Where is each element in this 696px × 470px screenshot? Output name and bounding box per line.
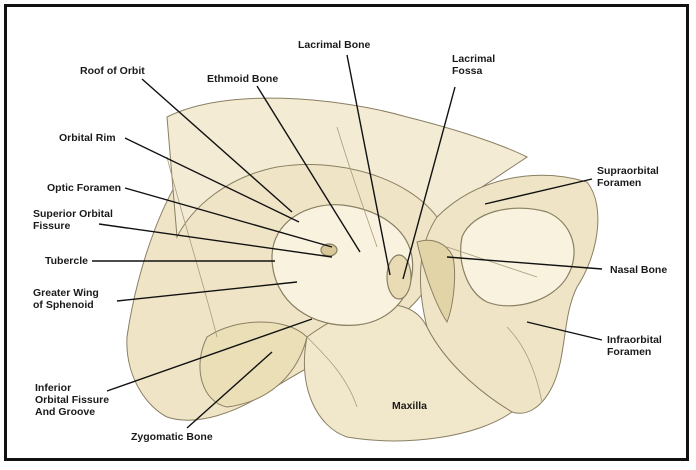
diagram-frame: Roof of Orbit Ethmoid Bone Lacrimal Bone…	[4, 4, 689, 461]
label-inferior-fissure-line1: Inferior	[35, 382, 109, 394]
label-inferior-orbital-fissure: Inferior Orbital Fissure And Groove	[35, 382, 109, 418]
label-supraorbital-foramen: Supraorbital Foramen	[597, 165, 659, 189]
label-supraorbital-foramen-line1: Supraorbital	[597, 165, 659, 177]
label-roof-of-orbit: Roof of Orbit	[80, 65, 145, 77]
label-greater-wing: Greater Wing of Sphenoid	[33, 287, 99, 311]
label-infraorbital-foramen-line1: Infraorbital	[607, 334, 662, 346]
label-greater-wing-line2: of Sphenoid	[33, 299, 99, 311]
label-nasal-bone: Nasal Bone	[610, 264, 667, 276]
label-ethmoid-bone: Ethmoid Bone	[207, 73, 278, 85]
label-inferior-fissure-line3: And Groove	[35, 406, 109, 418]
label-orbital-rim: Orbital Rim	[59, 132, 116, 144]
label-greater-wing-line1: Greater Wing	[33, 287, 99, 299]
label-superior-orbital-fissure: Superior Orbital Fissure	[33, 208, 113, 232]
label-zygomatic-bone: Zygomatic Bone	[131, 431, 213, 443]
zygoma-shape	[200, 322, 307, 407]
label-lacrimal-fossa-line1: Lacrimal	[452, 53, 495, 65]
label-superior-orbital-fissure-line1: Superior Orbital	[33, 208, 113, 220]
label-optic-foramen: Optic Foramen	[47, 182, 121, 194]
label-infraorbital-foramen-line2: Foramen	[607, 346, 662, 358]
label-inferior-fissure-line2: Orbital Fissure	[35, 394, 109, 406]
label-maxilla: Maxilla	[392, 400, 427, 412]
label-lacrimal-fossa-line2: Fossa	[452, 65, 495, 77]
label-infraorbital-foramen: Infraorbital Foramen	[607, 334, 662, 358]
label-superior-orbital-fissure-line2: Fissure	[33, 220, 113, 232]
label-supraorbital-foramen-line2: Foramen	[597, 177, 659, 189]
label-lacrimal-bone: Lacrimal Bone	[298, 39, 370, 51]
label-tubercle: Tubercle	[45, 255, 88, 267]
label-lacrimal-fossa: Lacrimal Fossa	[452, 53, 495, 77]
